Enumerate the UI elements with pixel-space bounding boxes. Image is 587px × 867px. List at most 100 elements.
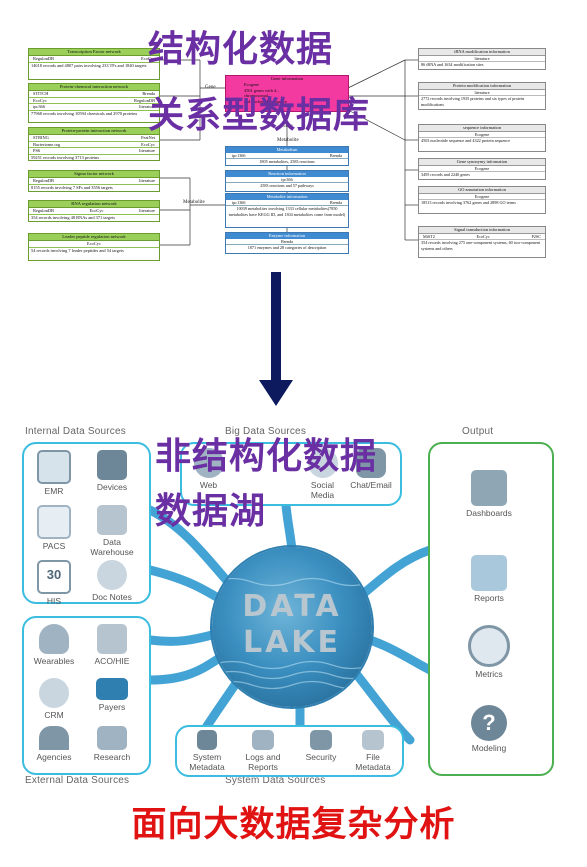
source-system-metadata[interactable]: System Metadata	[182, 730, 232, 772]
box-title: sequence information	[419, 125, 545, 132]
globe-icon	[193, 448, 224, 478]
box-sources: Ecogene	[419, 166, 545, 173]
source-label: EcoCyc	[476, 234, 490, 239]
system-sources-label: System Data Sources	[225, 775, 326, 786]
source-label: RegulonDB	[33, 56, 54, 61]
protein-chemical-box: Protein-chemical interaction network STI…	[28, 83, 160, 123]
source-doc-notes[interactable]: Doc Notes	[88, 560, 136, 602]
microscope-icon	[97, 726, 127, 750]
source-label: EcoCyc	[141, 56, 155, 61]
source-agencies[interactable]: Agencies	[28, 726, 80, 762]
source-label: literature	[474, 90, 490, 95]
structured-data-title: 结构化数据	[148, 29, 334, 70]
box-summary: 4503 nucleotide sequence and 4322 protei…	[421, 138, 511, 144]
metabolite-label: Metabolite	[183, 200, 205, 205]
source-logs-reports[interactable]: Logs and Reports	[236, 730, 290, 772]
source-emr[interactable]: EMR	[30, 450, 78, 496]
calendar-day: 30	[46, 567, 62, 582]
lake-waves	[212, 577, 372, 690]
box-title: Enzyme information	[226, 233, 348, 239]
output-modeling[interactable]: ? Modeling	[450, 705, 528, 753]
output-dashboards[interactable]: Dashboards	[450, 470, 528, 518]
monitor-waveform-icon	[97, 450, 127, 480]
source-label: Brenda	[329, 153, 342, 158]
source-security[interactable]: Security	[296, 730, 346, 762]
down-arrow-icon	[259, 272, 293, 406]
source-payers[interactable]: Payers	[86, 678, 138, 712]
warehouse-grid-icon	[97, 505, 127, 535]
box-summary: 18513 records involving 3762 genes and 2…	[421, 200, 516, 206]
source-label: ipc1366	[232, 153, 246, 158]
source-crm[interactable]: CRM	[28, 678, 80, 720]
box-summary: 3495 records and 2240 genes	[421, 172, 470, 178]
box-summary: 8155 records involving 7 SFs and 3556 ta…	[31, 184, 113, 190]
synonymy-box: Gene synonymy information Ecogene 3495 r…	[418, 158, 546, 180]
box-summary: 354 records involving 275 one-component …	[421, 240, 541, 251]
lake-text-data: DATA	[242, 589, 342, 624]
source-label: literature	[139, 208, 155, 213]
source-label: EMR	[44, 486, 64, 496]
source-file-metadata[interactable]: File Metadata	[348, 730, 398, 772]
server-flame-icon	[310, 730, 332, 750]
box-title: Sigma factor network	[29, 171, 159, 178]
team-icon	[97, 624, 127, 654]
source-devices[interactable]: Devices	[88, 450, 136, 492]
box-summary: 1805 metabolites, 2583 reactions	[259, 159, 315, 165]
data-lake-title: 数据湖	[155, 491, 267, 532]
source-data-warehouse[interactable]: Data Warehouse	[88, 505, 136, 557]
source-label: MiST2	[423, 234, 435, 239]
box-sources: Bacteriome.org EcoCyc	[29, 141, 159, 148]
source-label: EcoCyc	[141, 141, 155, 147]
source-label: Bacteriome.org	[33, 141, 61, 147]
source-label: Agencies	[36, 752, 72, 762]
reports-chart-icon	[471, 555, 507, 591]
box-sources: literature	[419, 56, 545, 63]
box-title: Leader peptide regulation network	[29, 234, 159, 241]
output-label: Dashboards	[466, 508, 512, 518]
source-his[interactable]: 30 HIS	[30, 560, 78, 606]
gene-label: Gene	[282, 124, 293, 129]
source-label: EcoCyc	[87, 241, 101, 246]
source-aco-hie[interactable]: ACO/HIE	[86, 624, 138, 666]
gene-label: Gene	[205, 85, 216, 90]
source-label: literature	[474, 56, 490, 61]
box-summary: 59251 records involving 3713 proteins	[31, 154, 100, 160]
source-label: P2SC	[531, 234, 541, 239]
gene-info-line: chromosomal...	[244, 93, 272, 98]
source-wearables[interactable]: Wearables	[28, 624, 80, 666]
source-research[interactable]: Research	[86, 726, 138, 762]
source-label: Chat/Email	[350, 480, 392, 490]
source-label: Brenda	[280, 239, 294, 244]
source-label: FeatNet	[141, 135, 155, 140]
source-pacs[interactable]: PACS	[30, 505, 78, 551]
internal-sources-label: Internal Data Sources	[25, 426, 126, 437]
source-label: EcoCyc	[89, 208, 104, 213]
source-label: Payers	[98, 702, 126, 712]
data-lake-circle: DATA LAKE	[212, 547, 372, 707]
gene-info-box: Gene information Ecogene 4501 genes with…	[225, 75, 349, 112]
clipboard-check-icon	[37, 450, 71, 484]
source-chat-email[interactable]: Chat/Email	[347, 448, 395, 490]
source-label: Social Media	[310, 480, 335, 500]
gene-info-title: Gene information	[270, 76, 304, 81]
output-reports[interactable]: Reports	[450, 555, 528, 603]
source-label: ipc366	[33, 104, 45, 109]
box-sources: ipc1366 Brenda	[226, 153, 348, 160]
box-title: RNA regulation network	[29, 201, 159, 208]
box-sources: EcoCyc	[29, 241, 159, 248]
box-summary: 2772 records involving 1935 proteins and…	[421, 96, 525, 107]
go-annotation-box: GO annotation information Ecogene 18513 …	[418, 186, 546, 214]
xray-hand-icon	[37, 505, 71, 539]
external-sources-label: External Data Sources	[25, 775, 130, 786]
source-social-media[interactable]: Social Media	[300, 448, 345, 500]
source-web[interactable]: Web	[186, 448, 231, 490]
output-metrics[interactable]: Metrics	[450, 625, 528, 679]
